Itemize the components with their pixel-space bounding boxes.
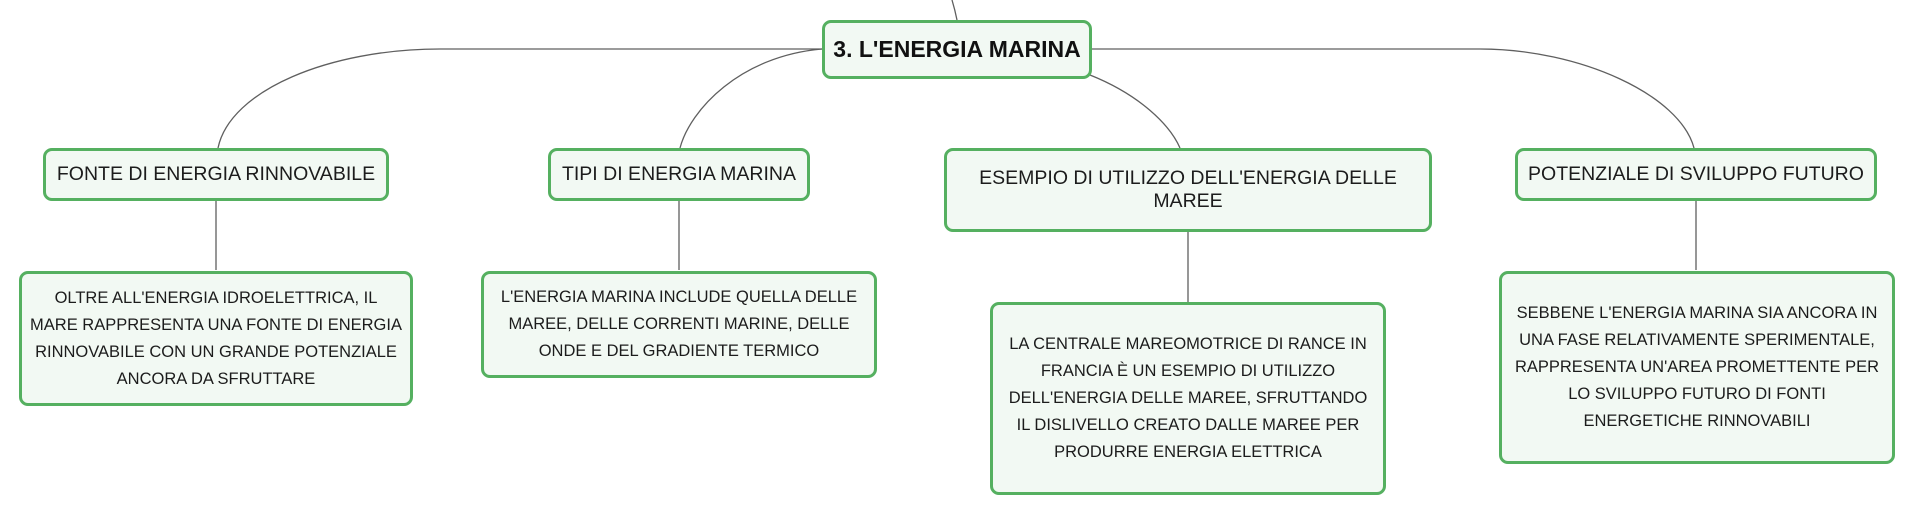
topic-label: TIPI DI ENERGIA MARINA xyxy=(561,163,797,185)
topic-label: POTENZIALE DI SVILUPPO FUTURO xyxy=(1528,163,1864,185)
connector-central-topic-1 xyxy=(217,48,822,149)
detail-text: OLTRE ALL'ENERGIA IDROELETTRICA, IL MARE… xyxy=(30,288,402,388)
detail-node-tipi-energia[interactable]: L'ENERGIA MARINA INCLUDE QUELLA DELLE MA… xyxy=(481,271,877,378)
topic-node-fonte-rinnovabile[interactable]: FONTE DI ENERGIA RINNOVABILE xyxy=(43,148,389,201)
topic-node-potenziale-sviluppo[interactable]: POTENZIALE DI SVILUPPO FUTURO xyxy=(1515,148,1877,201)
detail-node-esempio-maree[interactable]: LA CENTRALE MAREOMOTRICE DI RANCE IN FRA… xyxy=(990,302,1386,495)
central-topic-node[interactable]: 3. L'ENERGIA MARINA xyxy=(822,20,1092,79)
detail-node-potenziale-sviluppo[interactable]: SEBBENE L'ENERGIA MARINA SIA ANCORA IN U… xyxy=(1499,271,1895,464)
topic-label: FONTE DI ENERGIA RINNOVABILE xyxy=(56,163,376,185)
central-topic-label: 3. L'ENERGIA MARINA xyxy=(833,36,1081,62)
topic-node-tipi-energia[interactable]: TIPI DI ENERGIA MARINA xyxy=(548,148,810,201)
topic-label: ESEMPIO DI UTILIZZO DELL'ENERGIA DELLE M… xyxy=(979,167,1397,212)
detail-text: LA CENTRALE MAREOMOTRICE DI RANCE IN FRA… xyxy=(1008,335,1368,461)
connector-parent xyxy=(951,0,958,21)
detail-node-fonte-rinnovabile[interactable]: OLTRE ALL'ENERGIA IDROELETTRICA, IL MARE… xyxy=(19,271,413,406)
detail-text: SEBBENE L'ENERGIA MARINA SIA ANCORA IN U… xyxy=(1514,304,1880,430)
connector-central-topic-3 xyxy=(1089,74,1181,149)
topic-node-esempio-maree[interactable]: ESEMPIO DI UTILIZZO DELL'ENERGIA DELLE M… xyxy=(944,148,1432,232)
connector-central-topic-2 xyxy=(679,48,823,149)
connector-central-topic-4 xyxy=(1092,48,1695,149)
detail-text: L'ENERGIA MARINA INCLUDE QUELLA DELLE MA… xyxy=(500,288,858,360)
